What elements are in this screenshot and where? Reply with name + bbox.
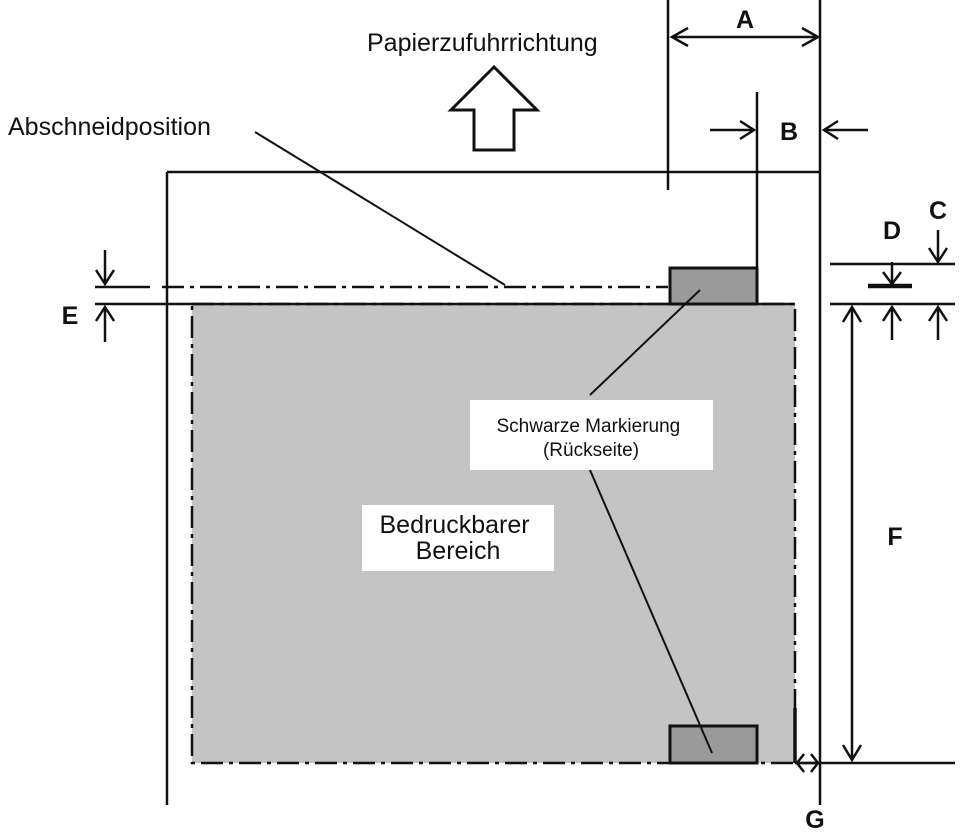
dimension-e bbox=[94, 250, 116, 342]
dimension-label-b: B bbox=[780, 118, 798, 146]
dimension-label-d: D bbox=[883, 217, 901, 245]
dimension-label-f: F bbox=[887, 523, 902, 551]
paper-outline bbox=[165, 0, 822, 805]
dimension-label-g: G bbox=[805, 806, 824, 834]
dimension-f bbox=[841, 304, 863, 763]
black-mark-label-box bbox=[470, 400, 713, 470]
black-mark-label-line2: (Rückseite) bbox=[543, 440, 639, 461]
printable-area-label-line2: Bereich bbox=[416, 537, 501, 565]
dimension-a bbox=[666, 0, 821, 190]
black-mark-label: Schwarze Markierung (Rückseite) bbox=[496, 416, 685, 461]
paper-feed-direction-label: Papierzufuhrrichtung bbox=[367, 29, 598, 57]
printable-area-label-box bbox=[362, 505, 554, 571]
dimension-label-e: E bbox=[62, 302, 79, 330]
cut-position-leader bbox=[254, 131, 506, 286]
dimension-label-c: C bbox=[929, 197, 947, 225]
black-mark-label-line1: Schwarze Markierung bbox=[496, 416, 680, 437]
dimension-g bbox=[795, 753, 820, 773]
cut-position-label: Abschneidposition bbox=[8, 113, 211, 141]
black-mark-leader-top bbox=[589, 289, 701, 396]
black-mark-top bbox=[668, 266, 759, 306]
black-mark-bottom bbox=[668, 724, 759, 765]
dimension-label-a: A bbox=[736, 6, 754, 34]
printable-area-label: Bedruckbarer Bereich bbox=[379, 511, 536, 565]
dimension-b bbox=[710, 92, 868, 268]
paper-feed-arrow-icon bbox=[447, 64, 541, 152]
dimension-c-d bbox=[830, 230, 955, 340]
black-mark-leader-bottom bbox=[589, 469, 713, 754]
printable-area-label-line1: Bedruckbarer bbox=[379, 511, 529, 539]
